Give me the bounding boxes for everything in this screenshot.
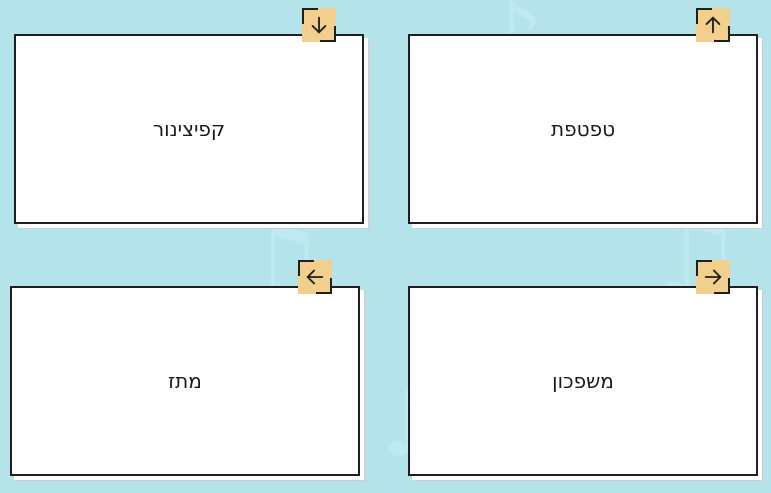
arrow-left-button[interactable] — [298, 260, 332, 294]
card-label: טפטפת — [550, 117, 616, 141]
arrow-right-button[interactable] — [696, 260, 730, 294]
arrow-down-icon — [311, 16, 327, 34]
card-bottom-left[interactable]: מתז — [10, 286, 360, 476]
arrow-up-icon — [705, 16, 721, 34]
arrow-left-icon — [306, 269, 324, 285]
arrow-down-button[interactable] — [302, 8, 336, 42]
card-top-right[interactable]: טפטפת — [408, 34, 758, 224]
arrow-up-button[interactable] — [696, 8, 730, 42]
card-label: מתז — [168, 369, 202, 393]
arrow-right-icon — [704, 269, 722, 285]
card-label: קפיצינור — [152, 117, 226, 141]
card-label: משפכון — [552, 369, 614, 393]
card-top-left[interactable]: קפיצינור — [14, 34, 364, 224]
card-bottom-right[interactable]: משפכון — [408, 286, 758, 476]
